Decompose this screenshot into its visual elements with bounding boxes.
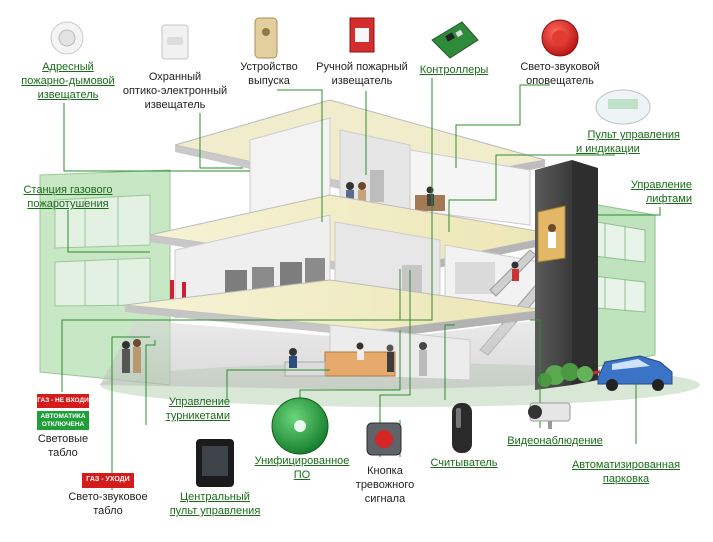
address-detector-icon[interactable]: [50, 21, 84, 55]
turnstile-control-label[interactable]: Управление турникетами: [165, 396, 230, 422]
central-panel-icon[interactable]: [196, 439, 234, 487]
sign-gas-no-entry: ГАЗ - НЕ ВХОДИ: [37, 397, 89, 404]
sign-automatic-off-line1: АВТОМАТИКА: [40, 413, 86, 420]
unified-software-icon[interactable]: [271, 397, 329, 455]
central-panel-label[interactable]: Центральный пульт управления: [169, 491, 261, 517]
manual-fire-call-point-icon[interactable]: [349, 17, 375, 53]
sign-automatic-off: АВТОМАТИКА ОТКЛЮЧЕНА: [37, 413, 89, 429]
security-detector-label: Охранный оптико-электронный извещатель: [122, 71, 228, 111]
controller-board-icon[interactable]: [431, 21, 479, 59]
floor-3: [249, 117, 531, 226]
bushes: [538, 363, 593, 387]
light-sound-board-label: Свето-звуковое табло: [68, 491, 148, 517]
reader-label[interactable]: Считыватель: [430, 457, 498, 469]
siren-icon[interactable]: [541, 19, 579, 57]
alarm-button-icon[interactable]: [366, 422, 402, 456]
light-sound-alarm-label: Свето-звуковой оповещатель: [520, 61, 600, 87]
elevator-tower: [535, 160, 598, 390]
indication-panel-icon[interactable]: [595, 89, 651, 125]
gas-sign-board-icon: [37, 394, 134, 488]
sign-gas-leave: ГАЗ - УХОДИ: [86, 476, 130, 483]
camera-icon[interactable]: [528, 402, 571, 429]
automated-parking-label[interactable]: Автоматизированная парковка: [571, 459, 681, 485]
controllers-label[interactable]: Контроллеры: [419, 64, 489, 76]
light-boards-label: Световые табло: [37, 433, 89, 459]
control-panel-label[interactable]: Пульт управления и индикации: [576, 129, 680, 155]
security-detector-icon[interactable]: [161, 24, 189, 60]
address-detector-label[interactable]: Адресный пожарно-дымовой извещатель: [21, 61, 115, 101]
release-device-icon[interactable]: [254, 17, 278, 59]
unified-software-label[interactable]: Унифицированное ПО: [254, 455, 350, 481]
elevator-control-label[interactable]: Управление лифтами: [630, 179, 692, 205]
manual-detector-label: Ручной пожарный извещатель: [316, 61, 408, 87]
gas-station-label[interactable]: Станция газового пожаротушения: [23, 184, 113, 210]
video-surveillance-label[interactable]: Видеонаблюдение: [507, 435, 603, 447]
sign-automatic-off-line2: ОТКЛЮЧЕНА: [41, 421, 85, 428]
release-device-label: Устройство выпуска: [240, 61, 298, 87]
floor-1: [100, 320, 545, 390]
reader-icon[interactable]: [452, 403, 472, 453]
alarm-button-label: Кнопка тревожного сигнала: [355, 465, 415, 505]
